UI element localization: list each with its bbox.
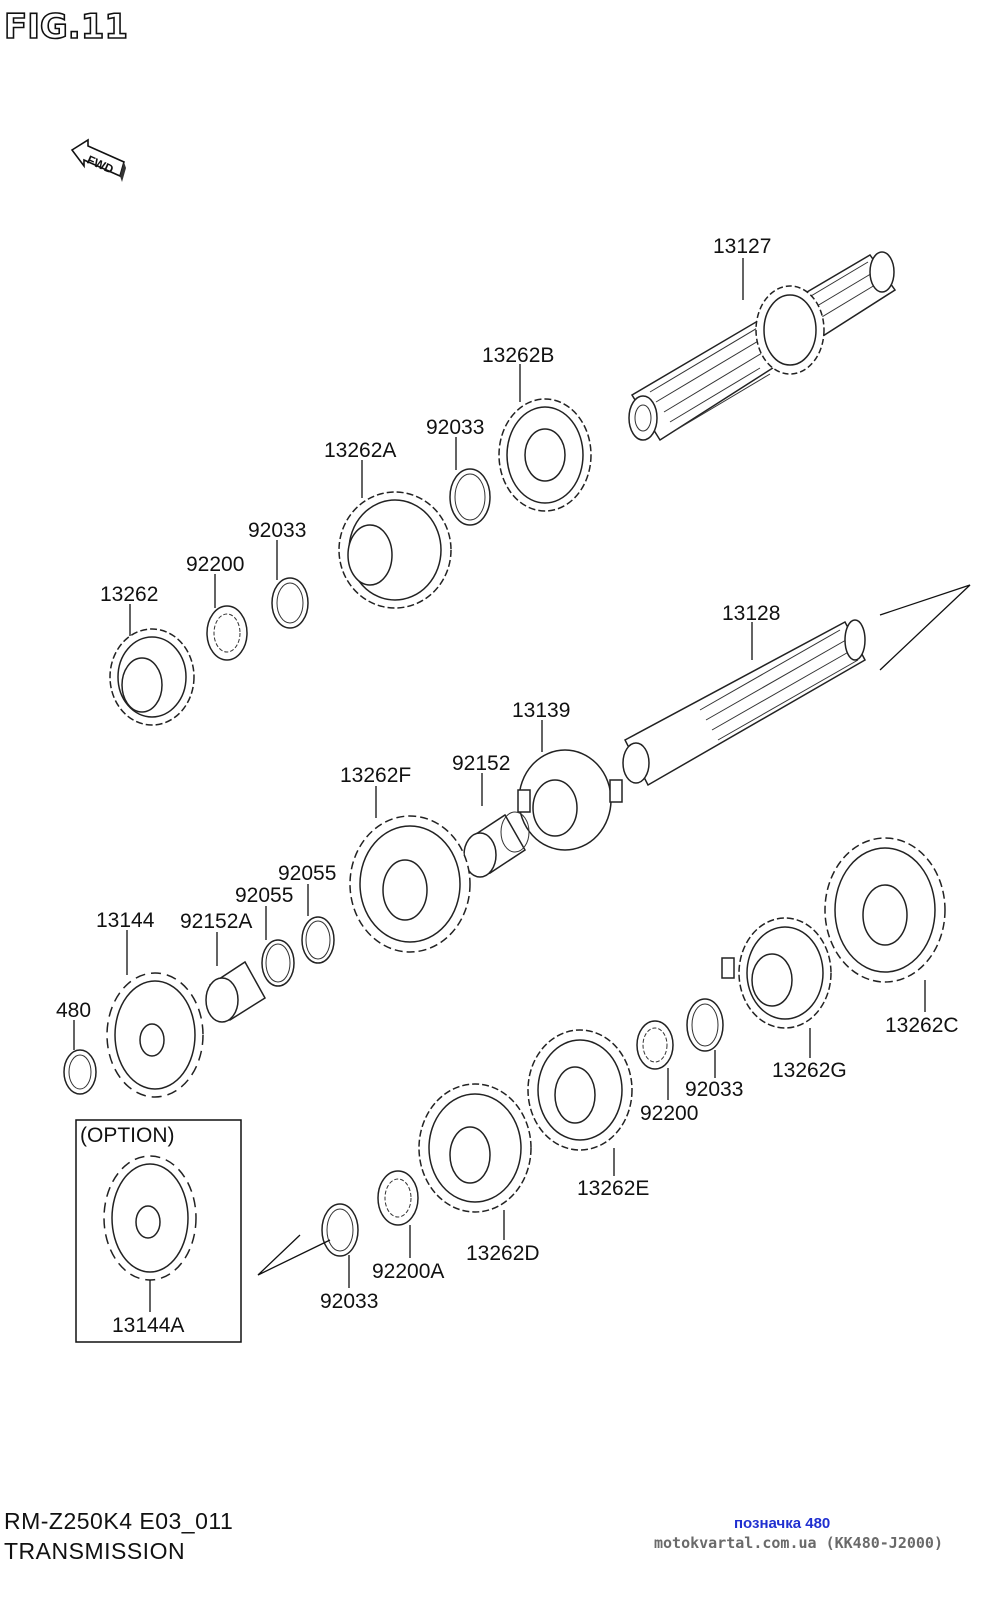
gear-13262D	[418, 1083, 532, 1213]
label-92200A: 92200A	[372, 1260, 444, 1283]
label-92200-lower: 92200	[640, 1102, 698, 1125]
label-92033-upper: 92033	[426, 416, 484, 439]
bushing-92152A	[205, 960, 267, 1023]
figure-title: FIG.11	[4, 7, 128, 47]
ring-92055-a	[301, 916, 335, 964]
label-92152A: 92152A	[180, 910, 252, 933]
label-13262G: 13262G	[772, 1059, 847, 1082]
label-13144: 13144	[96, 909, 155, 932]
footer-section: TRANSMISSION	[4, 1538, 186, 1564]
label-13128: 13128	[722, 602, 780, 625]
label-92033-second: 92033	[248, 519, 306, 542]
main-shaft-gear	[755, 285, 825, 375]
washer-92200-lower	[636, 1020, 674, 1070]
gear-13262G	[721, 917, 832, 1029]
gear-13262B	[498, 398, 592, 512]
label-92033-lower: 92033	[685, 1078, 743, 1101]
washer-92200-upper	[206, 605, 248, 661]
gear-13262A	[338, 491, 452, 609]
label-13262F: 13262F	[340, 764, 411, 787]
label-13262C: 13262C	[885, 1014, 959, 1037]
label-13139: 13139	[512, 699, 570, 722]
circlip-92033-second	[271, 577, 309, 629]
label-option: (OPTION)	[80, 1124, 175, 1147]
label-13127: 13127	[713, 235, 771, 258]
ring-92055-b	[261, 939, 295, 987]
gear-13262C	[824, 837, 946, 983]
fwd-arrow-icon: FWD	[70, 138, 126, 182]
drive-shaft-13128	[622, 584, 971, 787]
circlip-92033-upper	[449, 468, 491, 526]
clip-480	[63, 1049, 97, 1095]
shifter-13139	[517, 749, 623, 851]
label-13262: 13262	[100, 583, 158, 606]
label-92033-bottom: 92033	[320, 1290, 378, 1313]
gear-13262E	[527, 1029, 633, 1151]
washer-92200A	[377, 1170, 419, 1226]
label-13262A: 13262A	[324, 439, 396, 462]
bushing-92152	[463, 811, 530, 878]
option-box	[75, 1119, 242, 1343]
circlip-92033-lower	[686, 998, 724, 1052]
main-shaft-13127	[628, 251, 897, 442]
gear-13262	[109, 628, 195, 726]
watermark-label: позначка 480	[734, 1515, 831, 1532]
leader-lines	[73, 258, 926, 1312]
label-92200-upper: 92200	[186, 553, 244, 576]
label-480: 480	[56, 999, 91, 1022]
sprocket-13144A	[103, 1155, 197, 1281]
label-13262D: 13262D	[466, 1242, 540, 1265]
gear-13262F	[349, 815, 471, 953]
label-92055-b: 92055	[235, 884, 293, 907]
footer-model: RM-Z250K4 E03_011	[4, 1508, 234, 1534]
label-13262E: 13262E	[577, 1177, 649, 1200]
label-13144A: 13144A	[112, 1314, 184, 1337]
label-92055-a: 92055	[278, 862, 336, 885]
sprocket-13144	[106, 972, 204, 1098]
circlip-92033-bottom	[257, 1203, 359, 1276]
watermark-site[interactable]: motokvartal.com.ua (KK480-J2000)	[654, 1534, 943, 1552]
label-13262B: 13262B	[482, 344, 554, 367]
label-92152: 92152	[452, 752, 510, 775]
